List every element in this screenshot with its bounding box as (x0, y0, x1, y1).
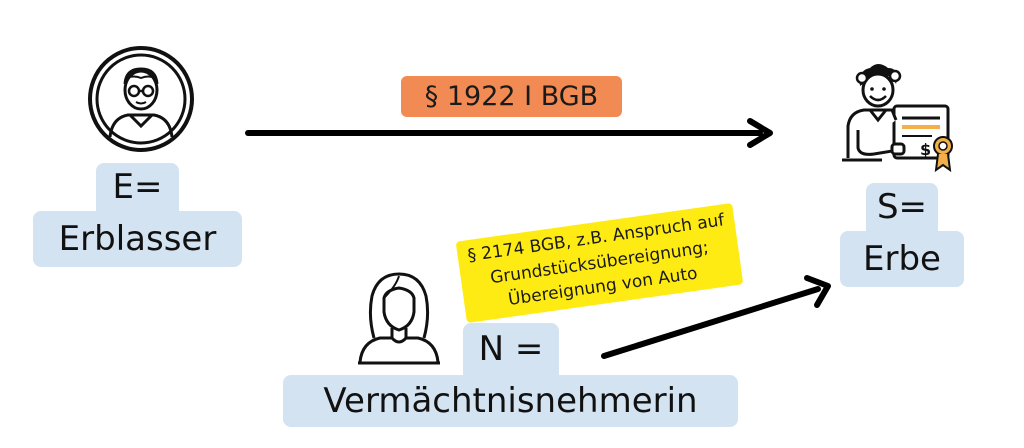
svg-text:$: $ (920, 140, 931, 159)
vermaechtnis-label-line2: Vermächtnisnehmerin (283, 375, 738, 427)
arrow-erblasser-to-erbe (245, 118, 773, 148)
erblasser-label-line2: Erblasser (33, 211, 242, 267)
vermaechtnis-label-line1: N = (463, 323, 559, 375)
heir-with-certificate-icon: $ (842, 64, 953, 173)
arrow-top-label: § 1922 I BGB (401, 76, 622, 117)
erbe-label-line2: Erbe (840, 231, 964, 287)
erbe-label-line1: S= (866, 183, 938, 231)
erblasser-label-line1: E= (96, 163, 179, 211)
woman-avatar-icon (358, 272, 440, 365)
arrow-vermaechtnis-to-erbe (601, 275, 831, 359)
old-man-avatar-icon (88, 46, 194, 152)
